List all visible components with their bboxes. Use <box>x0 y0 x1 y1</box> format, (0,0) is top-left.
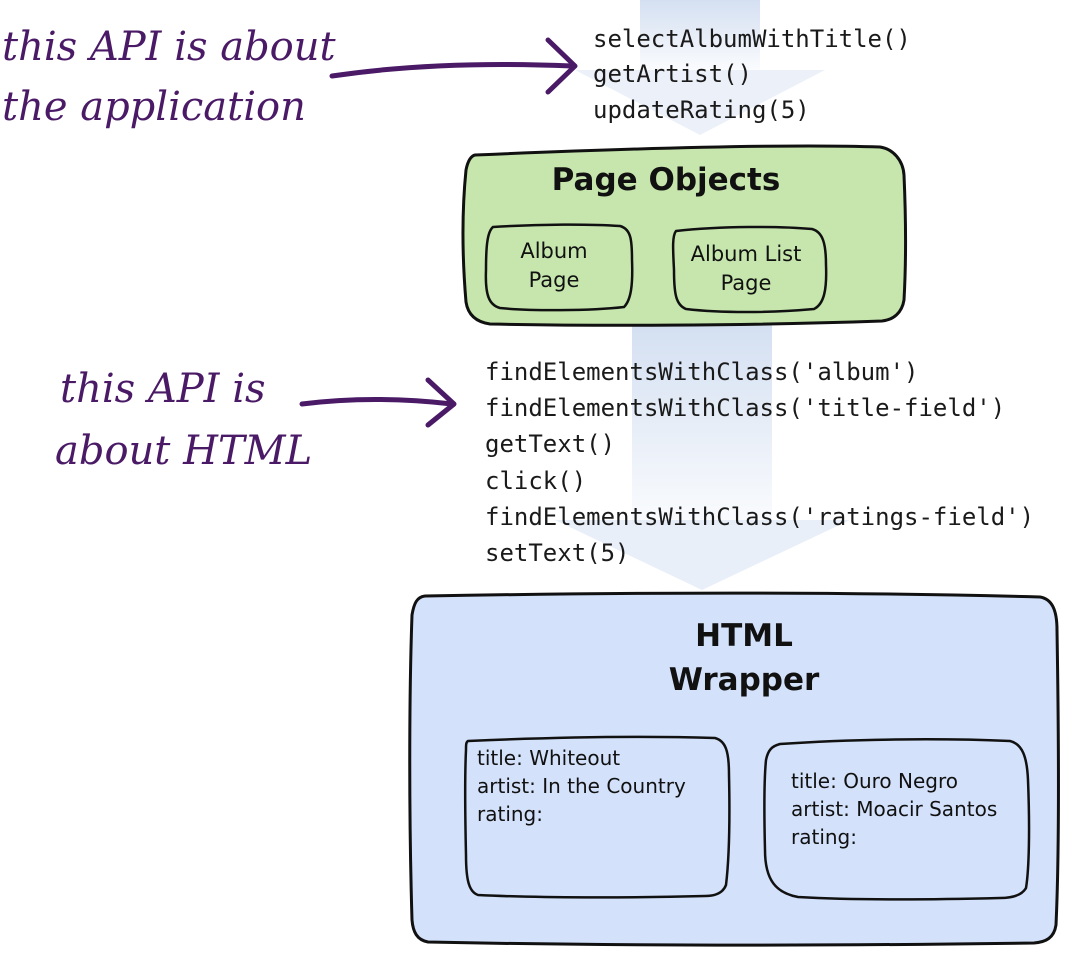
page-objects-box: Page Objects Album Page Album List Page <box>461 144 907 327</box>
album-page-box: Album Page <box>484 223 634 312</box>
album-record-box: title: Whiteout artist: In the Country r… <box>464 735 731 899</box>
application-api-call: updateRating(5) <box>593 96 810 124</box>
arrow-html-icon <box>299 377 457 428</box>
html-wrapper-title: HTML <box>695 618 793 654</box>
album-page-label: Page <box>529 268 580 292</box>
annotation-application-line-1: this API is about <box>2 24 337 70</box>
album-list-page-box: Album List Page <box>671 225 828 314</box>
html-api-call: findElementsWithClass('ratings-field') <box>485 503 1034 531</box>
html-api-call: findElementsWithClass('album') <box>485 358 918 386</box>
album-record-line: title: Ouro Negro <box>791 769 958 793</box>
album-list-page-label: Album List <box>691 242 802 266</box>
annotation-html-line-2: about HTML <box>55 428 312 474</box>
album-record-line: title: Whiteout <box>477 746 620 770</box>
page-objects-title: Page Objects <box>552 162 781 198</box>
annotation-html-line-1: this API is <box>60 366 266 412</box>
flow-arrow-top <box>575 0 825 135</box>
html-api-call: getText() <box>485 430 615 458</box>
album-record-line: artist: In the Country <box>477 774 686 798</box>
arrow-application-icon <box>329 37 578 95</box>
html-wrapper-box: HTML Wrapper title: Whiteout artist: In … <box>408 591 1060 947</box>
application-api-call: selectAlbumWithTitle() <box>593 25 911 53</box>
application-api-call: getArtist() <box>593 60 752 88</box>
html-api-calls: findElementsWithClass('album') findEleme… <box>485 358 1034 567</box>
album-record-line: rating: <box>477 802 543 826</box>
html-api-call: setText(5) <box>485 539 630 567</box>
album-record-line: artist: Moacir Santos <box>791 797 997 821</box>
album-list-page-label: Page <box>721 271 772 295</box>
html-api-call: findElementsWithClass('title-field') <box>485 394 1005 422</box>
annotation-html: this API is about HTML <box>55 366 312 474</box>
html-api-call: click() <box>485 467 586 495</box>
html-wrapper-title: Wrapper <box>669 662 820 698</box>
annotation-application: this API is about the application <box>2 24 337 130</box>
album-page-label: Album <box>520 239 587 263</box>
annotation-application-line-2: the application <box>2 84 306 130</box>
flow-arrow-bottom <box>555 325 850 590</box>
application-api-calls: selectAlbumWithTitle() getArtist() updat… <box>593 25 911 124</box>
album-record-line: rating: <box>791 825 857 849</box>
album-record-box: title: Ouro Negro artist: Moacir Santos … <box>763 738 1031 901</box>
